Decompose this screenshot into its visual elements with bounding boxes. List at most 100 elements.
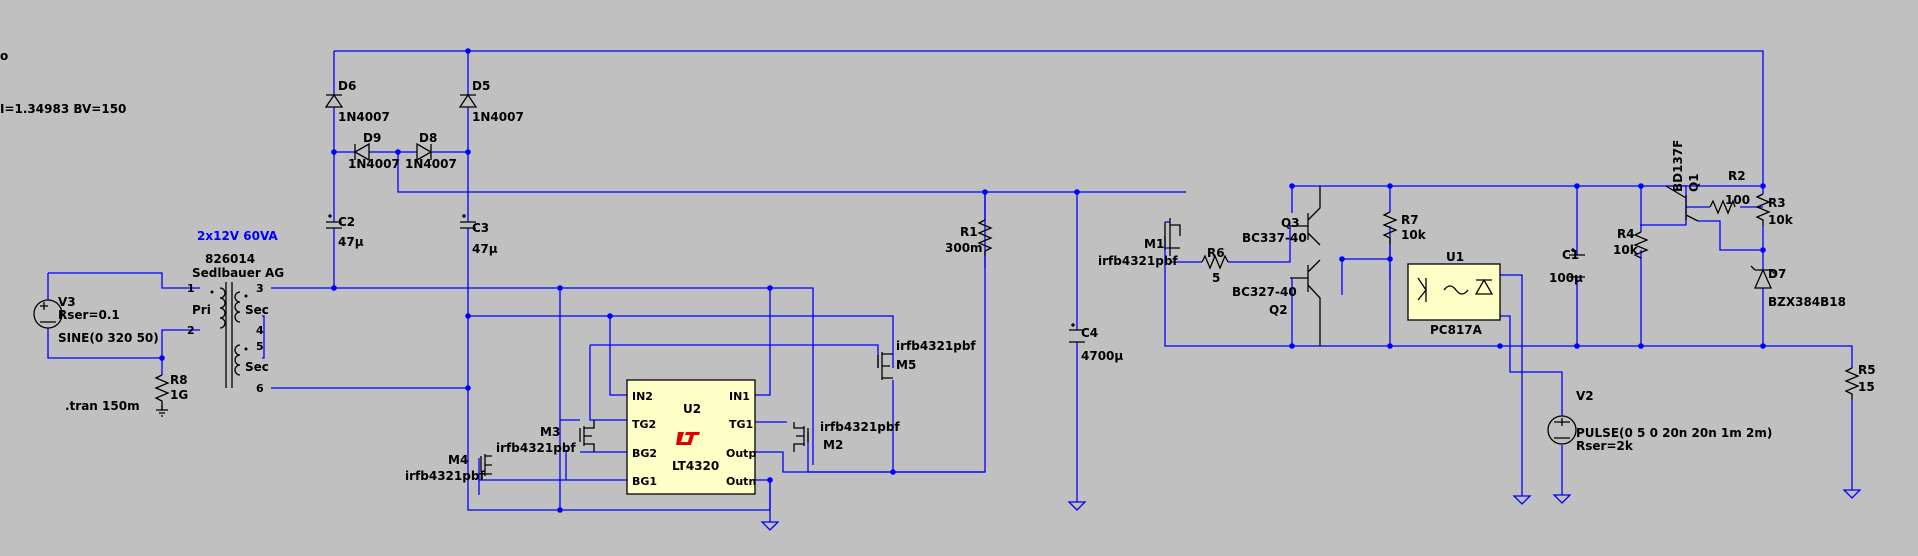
v3-name: V3 xyxy=(58,295,76,309)
q1-transistor-symbol[interactable] xyxy=(1665,185,1699,222)
m2-mosfet-symbol[interactable] xyxy=(793,422,809,452)
q2-value: BC327-40 xyxy=(1232,285,1297,299)
transformer-pin-4: 4 xyxy=(256,324,264,337)
q1-value: BD137F xyxy=(1671,140,1685,192)
r8-value: 1G xyxy=(170,388,188,402)
d6-diode-symbol[interactable] xyxy=(324,93,344,108)
transformer-symbol[interactable] xyxy=(210,282,248,388)
r5-value: 15 xyxy=(1858,380,1875,394)
d6-name: D6 xyxy=(338,79,356,93)
transformer-pin-5: 5 xyxy=(256,340,264,353)
c2-name: C2 xyxy=(338,215,355,229)
m5-name: M5 xyxy=(896,358,916,372)
c3-value: 47µ xyxy=(472,242,498,256)
u1-part: PC817A xyxy=(1430,323,1483,337)
d8-value: 1N4007 xyxy=(405,157,457,171)
m4-name: M4 xyxy=(448,453,468,467)
c4-name: C4 xyxy=(1081,326,1098,340)
c1-capacitor-symbol[interactable] xyxy=(1569,248,1585,278)
q2-transistor-symbol[interactable] xyxy=(1290,259,1321,346)
c1-name: C1 xyxy=(1562,248,1579,262)
d7-name: D7 xyxy=(1768,267,1786,281)
transformer-pin-1: 1 xyxy=(187,282,195,295)
d9-name: D9 xyxy=(363,131,381,145)
v2-rser: Rser=2k xyxy=(1576,439,1634,453)
m1-value: irfb4321pbf xyxy=(1098,254,1178,268)
directive-dot: o xyxy=(0,49,8,63)
u2-pin-in1: IN1 xyxy=(729,390,750,403)
transformer-pin-2: 2 xyxy=(187,324,195,337)
transformer-pin-6: 6 xyxy=(256,382,264,395)
u2-name: U2 xyxy=(683,402,701,416)
r2-value: 100 xyxy=(1725,193,1750,207)
v3-rser: Rser=0.1 xyxy=(58,308,120,322)
r7-name: R7 xyxy=(1401,213,1419,227)
r7-resistor-symbol[interactable] xyxy=(1382,211,1398,244)
directive-partial: I=1.34983 BV=150 xyxy=(0,102,126,116)
u2-pin-bg2: BG2 xyxy=(632,447,657,460)
r4-value: 10k xyxy=(1613,243,1639,257)
d5-diode-symbol[interactable] xyxy=(458,93,478,108)
r6-resistor-symbol[interactable] xyxy=(1201,254,1229,270)
r3-name: R3 xyxy=(1768,196,1786,210)
c4-capacitor-symbol[interactable] xyxy=(1069,323,1085,343)
d9-value: 1N4007 xyxy=(348,157,400,171)
c4-value: 4700µ xyxy=(1081,349,1123,363)
m3-mosfet-symbol[interactable] xyxy=(579,420,595,452)
ground-symbols xyxy=(760,489,1862,531)
transformer-spec: 2x12V 60VA xyxy=(197,229,278,243)
c2-capacitor-symbol[interactable] xyxy=(326,214,342,229)
d6-value: 1N4007 xyxy=(338,110,390,124)
r5-resistor-symbol[interactable] xyxy=(1844,367,1860,400)
m4-mosfet-symbol[interactable] xyxy=(480,454,492,476)
c1-value: 100µ xyxy=(1549,271,1583,285)
r1-resistor-symbol[interactable] xyxy=(977,219,993,256)
q1-name: Q1 xyxy=(1687,173,1701,192)
d8-name: D8 xyxy=(419,131,437,145)
m1-mosfet-symbol[interactable] xyxy=(1164,218,1181,256)
q2-name: Q2 xyxy=(1269,303,1288,317)
u2-pin-tg1: TG1 xyxy=(729,418,753,431)
r4-resistor-symbol[interactable] xyxy=(1633,231,1649,259)
m1-name: M1 xyxy=(1144,237,1164,251)
u2-pin-in2: IN2 xyxy=(632,390,653,403)
r8-name: R8 xyxy=(170,373,188,387)
d9-diode-symbol[interactable] xyxy=(353,142,370,162)
d5-value: 1N4007 xyxy=(472,110,524,124)
v3-value: SINE(0 320 50) xyxy=(58,331,159,345)
m5-value: irfb4321pbf xyxy=(896,339,976,353)
r2-resistor-symbol[interactable] xyxy=(1709,199,1736,215)
u2-part: LT4320 xyxy=(672,459,719,473)
transformer-maker: Sedlbauer AG xyxy=(192,266,284,280)
transformer-sec2-label: Sec xyxy=(245,360,269,374)
r8-resistor-symbol[interactable] xyxy=(154,374,170,417)
lt-logo xyxy=(676,432,700,445)
r4-name: R4 xyxy=(1617,227,1635,241)
v3-source-symbol[interactable] xyxy=(33,273,63,335)
m2-name: M2 xyxy=(823,438,843,452)
u1-optocoupler-symbol[interactable] xyxy=(1407,263,1501,321)
u2-pin-bg1: BG1 xyxy=(632,475,657,488)
r7-value: 10k xyxy=(1401,228,1427,242)
r3-resistor-symbol[interactable] xyxy=(1755,193,1771,226)
v2-source-symbol[interactable] xyxy=(1547,415,1577,445)
m5-mosfet-symbol[interactable] xyxy=(877,352,893,380)
q3-transistor-symbol[interactable] xyxy=(1290,186,1321,246)
q3-name: Q3 xyxy=(1281,216,1300,230)
transformer-part: 826014 xyxy=(205,252,255,266)
u1-name: U1 xyxy=(1446,250,1464,264)
u2-pin-outp: Outp xyxy=(726,447,756,460)
u2-pin-tg2: TG2 xyxy=(632,418,656,431)
d7-zener-symbol[interactable] xyxy=(1750,265,1776,289)
d7-value: BZX384B18 xyxy=(1768,295,1846,309)
transformer-pri-label: Pri xyxy=(192,303,211,317)
r1-value: 300m xyxy=(945,241,983,255)
m4-value: irfb4321pbf xyxy=(405,469,485,483)
r1-name: R1 xyxy=(960,225,978,239)
d8-diode-symbol[interactable] xyxy=(416,142,433,162)
tran-directive: .tran 150m xyxy=(65,399,140,413)
c3-capacitor-symbol[interactable] xyxy=(460,214,476,229)
r2-name: R2 xyxy=(1728,169,1746,183)
transformer-pin-3: 3 xyxy=(256,282,264,295)
v2-value: PULSE(0 5 0 20n 20n 1m 2m) xyxy=(1576,426,1772,440)
